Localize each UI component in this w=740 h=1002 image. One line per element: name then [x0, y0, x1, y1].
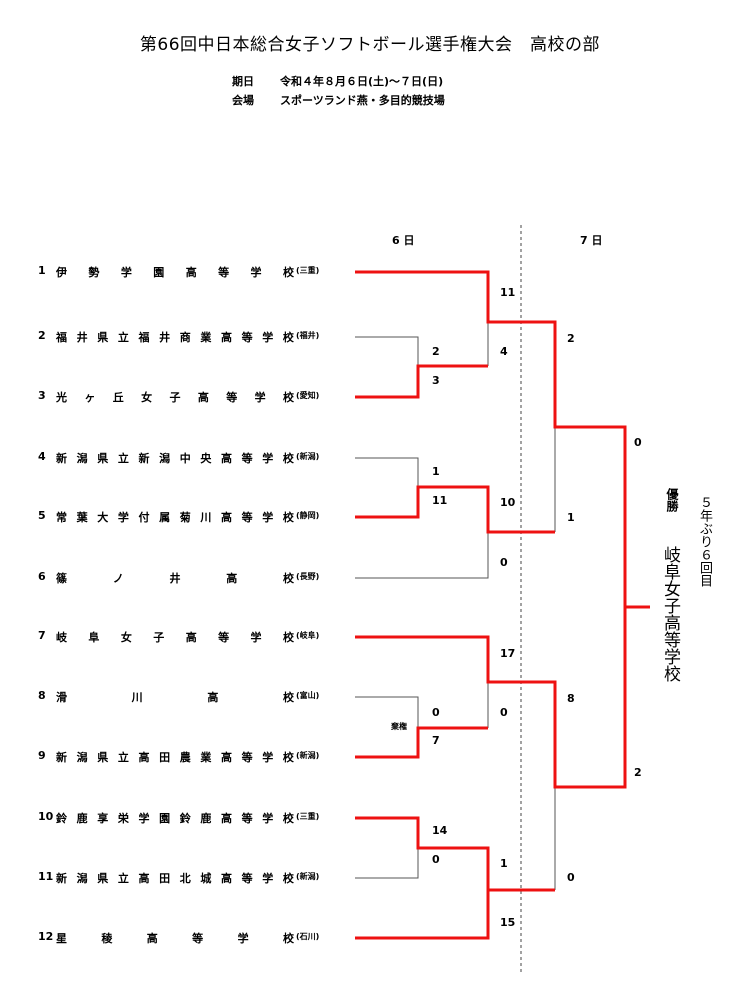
team-prefecture: (愛知)	[296, 391, 320, 400]
team-name: 星稜高等学校	[56, 932, 294, 945]
score-s2-bot: 0	[567, 871, 575, 884]
score-m4-top: 14	[432, 824, 448, 837]
team-name: 光ヶ丘女子高等学校	[56, 391, 294, 404]
team-seed-number: 11	[38, 870, 54, 883]
score-s1-top: 2	[567, 332, 575, 345]
team-name: 新潟県立高田農業高等学校	[56, 751, 294, 764]
line-team-11	[355, 848, 419, 879]
score-q2-bot: 0	[500, 556, 508, 569]
team-seed-number: 9	[38, 749, 46, 762]
team-prefecture: (長野)	[296, 572, 320, 581]
score-m3-top: 0	[432, 706, 440, 719]
line-team-2	[355, 336, 419, 366]
team-seed-number: 5	[38, 509, 46, 522]
win-line-team-5	[355, 485, 555, 534]
team-name: 福井県立福井商業高等学校	[56, 331, 294, 344]
team-row: 4 新潟県立新潟中央高等学校(新潟)	[38, 450, 348, 466]
team-name: 伊勢学園高等学校	[56, 266, 294, 279]
score-m4-bot: 0	[432, 853, 440, 866]
team-prefecture: (三重)	[296, 266, 320, 275]
team-row: 5 常葉大学付属菊川高等学校(静岡)	[38, 509, 348, 525]
team-prefecture: (岐阜)	[296, 631, 320, 640]
team-prefecture: (福井)	[296, 331, 320, 340]
win-line-team-12	[355, 888, 555, 940]
score-q2-top: 10	[500, 496, 516, 509]
score-s1-bot: 1	[567, 511, 575, 524]
date-value: 令和４年８月６日(土)～７日(日)	[280, 75, 444, 88]
venue-row: 会場 スポーツランド燕・多目的競技場	[232, 92, 445, 108]
forfeit-note: 棄権	[391, 722, 407, 731]
score-q3-top: 17	[500, 647, 516, 660]
score-m1-bot: 3	[432, 374, 440, 387]
score-q4-bot: 15	[500, 916, 516, 929]
team-row: 7 岐阜女子高等学校(岐阜)	[38, 629, 348, 645]
team-row: 2 福井県立福井商業高等学校(福井)	[38, 329, 348, 345]
team-prefecture: (新潟)	[296, 872, 320, 881]
winner-note: ５年ぶり６回目	[697, 496, 712, 587]
team-prefecture: (富山)	[296, 691, 320, 700]
team-prefecture: (新潟)	[296, 751, 320, 760]
team-name: 鈴鹿享栄学園鈴鹿高等学校	[56, 812, 294, 825]
venue-label: 会場	[232, 94, 254, 107]
day-header-2: 7 日	[580, 234, 603, 247]
venue-value: スポーツランド燕・多目的競技場	[280, 94, 445, 107]
team-name: 新潟県立高田北城高等学校	[56, 872, 294, 885]
team-name: 篠ノ井高校	[56, 572, 294, 585]
team-row: 6 篠ノ井高校(長野)	[38, 570, 348, 586]
team-seed-number: 4	[38, 450, 46, 463]
line-team-4	[355, 457, 419, 487]
team-seed-number: 2	[38, 329, 46, 342]
date-label: 期日	[232, 75, 254, 88]
win-line-team-1	[355, 270, 650, 609]
tournament-title: 第66回中日本総合女子ソフトボール選手権大会 高校の部	[139, 35, 601, 55]
team-row: 9 新潟県立高田農業高等学校(新潟)	[38, 749, 348, 765]
team-row: 3 光ヶ丘女子高等学校(愛知)	[38, 389, 348, 405]
winner-label: 優勝	[665, 488, 679, 512]
team-seed-number: 7	[38, 629, 46, 642]
score-m1-top: 2	[432, 345, 440, 358]
team-name: 岐阜女子高等学校	[56, 631, 294, 644]
team-prefecture: (新潟)	[296, 452, 320, 461]
day-header-1: 6 日	[392, 234, 415, 247]
team-prefecture: (静岡)	[296, 511, 320, 520]
win-line-team-9	[355, 726, 488, 759]
win-line-team-10	[355, 816, 490, 890]
team-seed-number: 10	[38, 810, 54, 823]
score-s2-top: 8	[567, 692, 575, 705]
score-q4-top: 1	[500, 857, 508, 870]
team-seed-number: 1	[38, 264, 46, 277]
team-prefecture: (石川)	[296, 932, 320, 941]
score-m2-bot: 11	[432, 494, 448, 507]
line-team-8	[355, 696, 419, 728]
team-seed-number: 8	[38, 689, 46, 702]
team-name: 常葉大学付属菊川高等学校	[56, 511, 294, 524]
team-seed-number: 3	[38, 389, 46, 402]
team-name: 滑川高校	[56, 691, 294, 704]
score-m2-top: 1	[432, 465, 440, 478]
score-m3-bot: 7	[432, 734, 440, 747]
score-final-top: 0	[634, 436, 642, 449]
team-row: 1 伊勢学園高等学校(三重)	[38, 264, 348, 280]
team-name: 新潟県立新潟中央高等学校	[56, 452, 294, 465]
winner-name: 岐阜女子高等学校	[660, 546, 680, 682]
score-final-bot: 2	[634, 766, 642, 779]
date-row: 期日 令和４年８月６日(土)～７日(日)	[232, 73, 443, 89]
score-q3-bot: 0	[500, 706, 508, 719]
win-line-team-7	[355, 607, 627, 789]
team-prefecture: (三重)	[296, 812, 320, 821]
win-line-team-3	[355, 364, 488, 399]
team-seed-number: 12	[38, 930, 54, 943]
team-row: 8 滑川高校(富山)	[38, 689, 348, 705]
score-q1-bot: 4	[500, 345, 508, 358]
score-q1-top: 11	[500, 286, 516, 299]
team-seed-number: 6	[38, 570, 46, 583]
line-team-6	[355, 532, 489, 579]
